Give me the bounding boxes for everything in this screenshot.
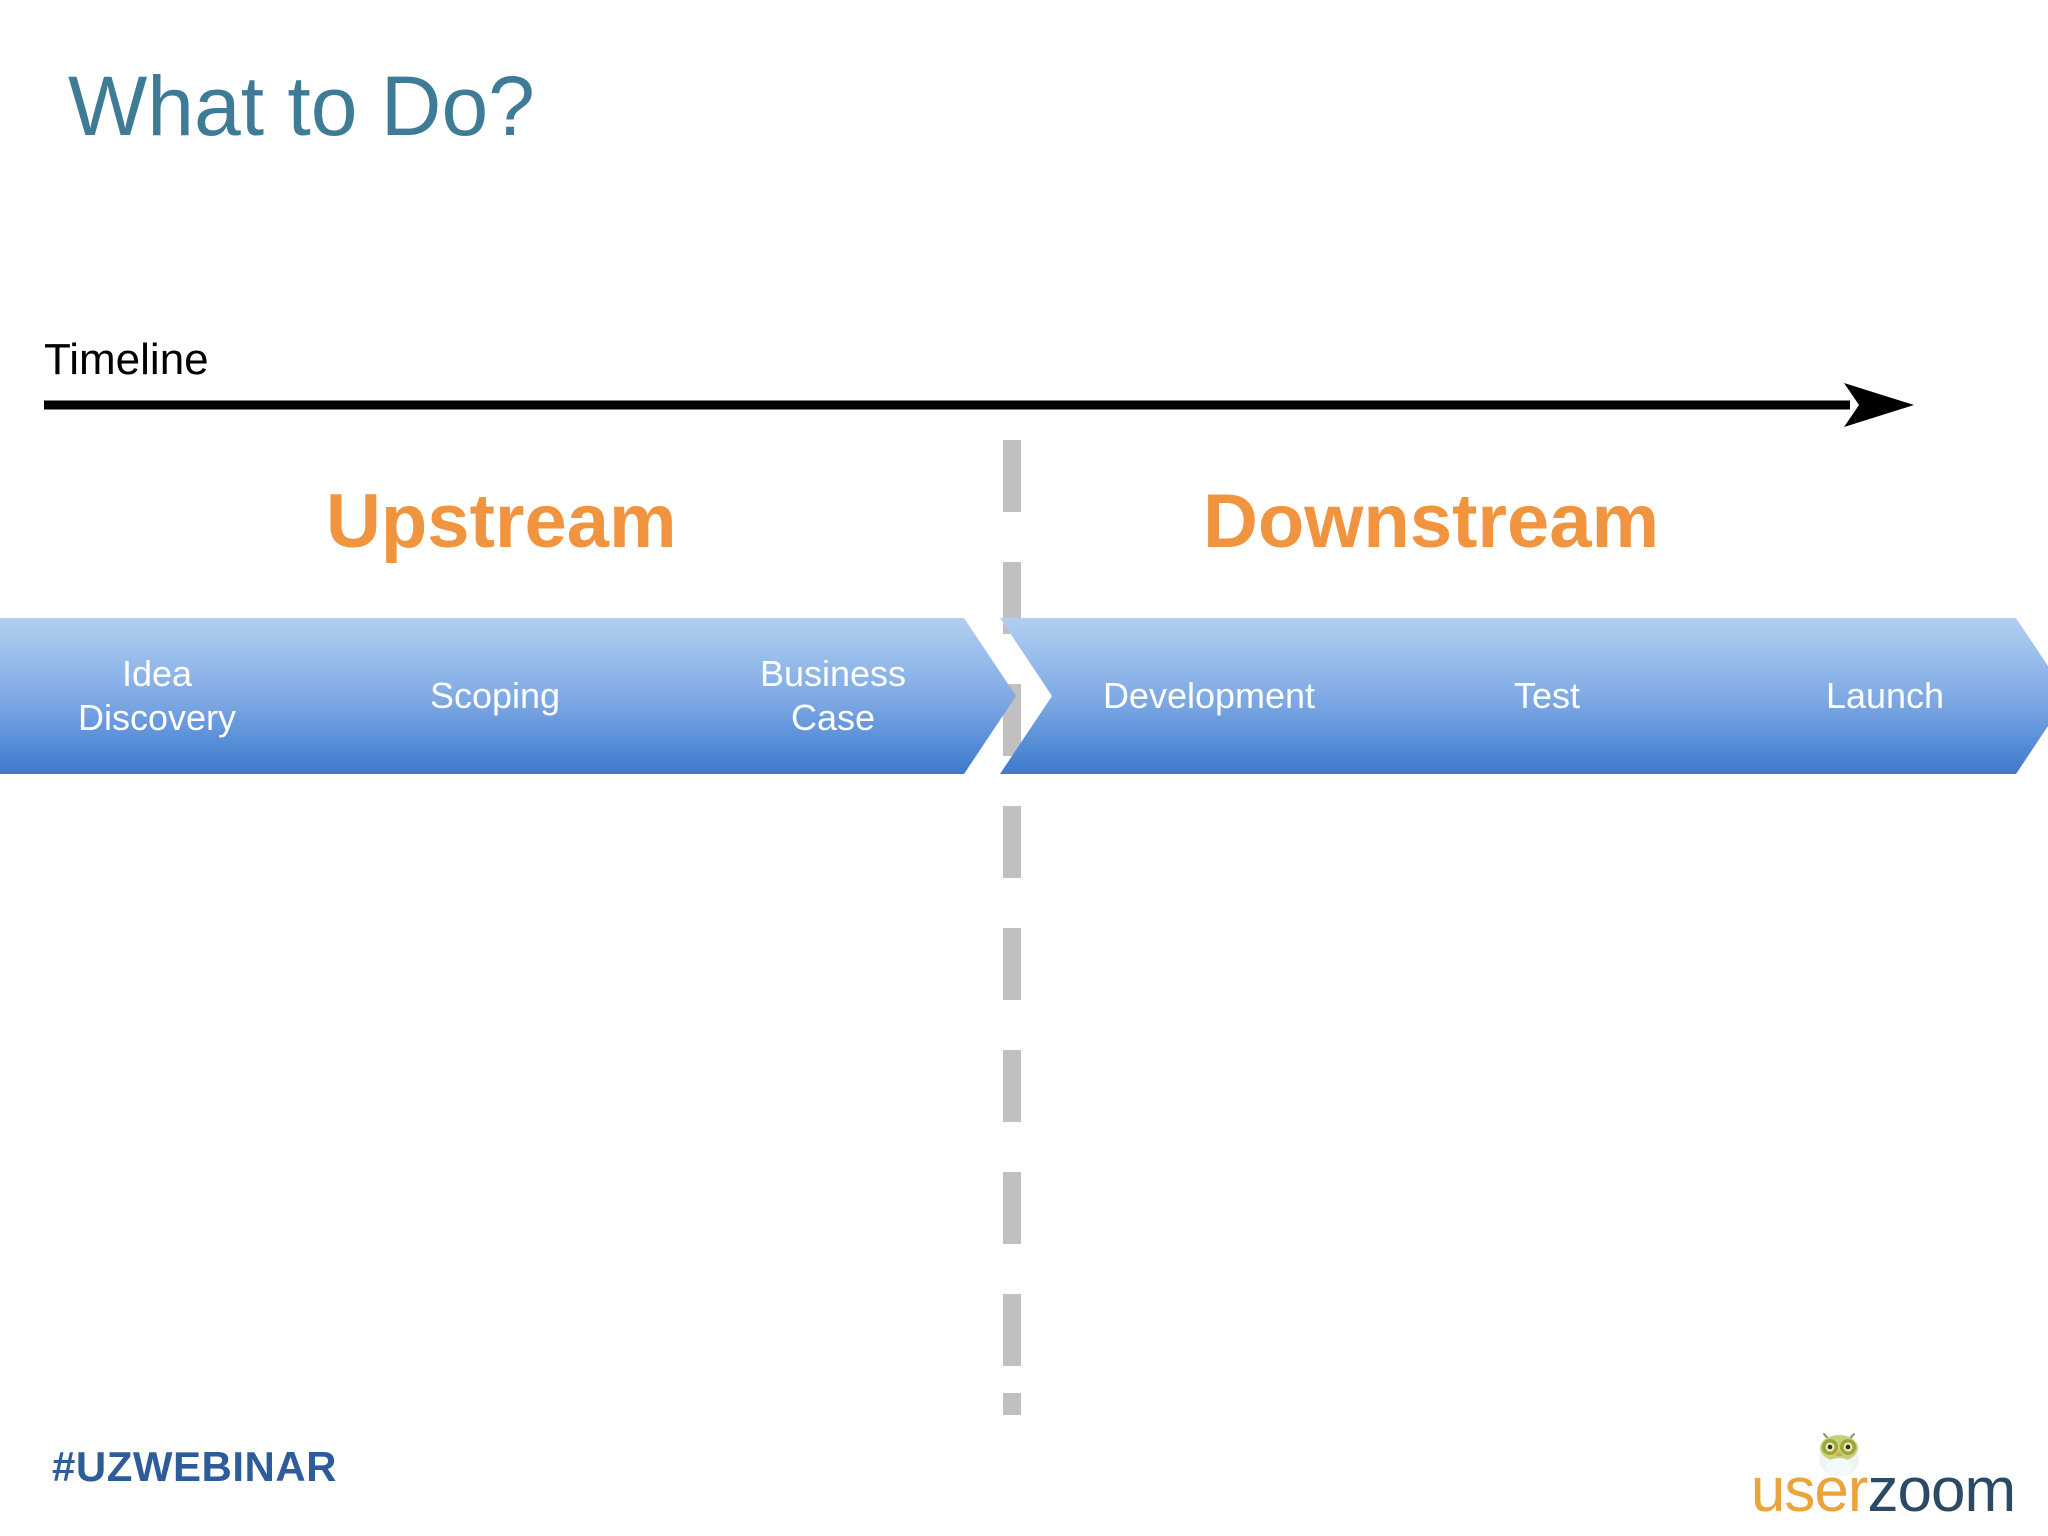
process-chevron-band: Idea Discovery Scoping Business Case Dev…	[0, 618, 2048, 774]
divider-dash	[1003, 1294, 1021, 1366]
page-title: What to Do?	[68, 59, 535, 153]
upstream-downstream-divider	[1003, 440, 1021, 1415]
process-stage-label: Business Case	[759, 653, 907, 738]
process-stage-development[interactable]: Development	[1000, 618, 1392, 774]
timeline-label: Timeline	[44, 335, 209, 384]
webinar-hashtag: #UZWEBINAR	[52, 1443, 337, 1490]
userzoom-logo: userzoom	[1750, 1432, 2016, 1524]
process-stage-label: Test	[1513, 675, 1581, 717]
divider-dash	[1003, 1393, 1021, 1415]
logo-user-text: user	[1750, 1456, 1869, 1525]
process-stage-test[interactable]: Test	[1338, 618, 1730, 774]
divider-dash	[1003, 806, 1021, 878]
divider-dash	[1003, 562, 1021, 634]
divider-dash	[1003, 440, 1021, 512]
timeline-arrow-icon	[44, 383, 1914, 427]
process-stage-business-case[interactable]: Business Case	[624, 618, 1016, 774]
process-stage-scoping[interactable]: Scoping	[286, 618, 678, 774]
process-stage-label: Scoping	[429, 675, 561, 717]
process-stage-label: Launch	[1825, 675, 1945, 717]
divider-dash	[1003, 1050, 1021, 1122]
process-stage-launch[interactable]: Launch	[1676, 618, 2048, 774]
section-heading-upstream: Upstream	[326, 479, 677, 564]
owl-mascot-icon	[1819, 1433, 1859, 1476]
divider-dash	[1003, 928, 1021, 1000]
logo-zoom-text: zoom	[1867, 1456, 2017, 1525]
process-stage-idea-discovery[interactable]: Idea Discovery	[0, 618, 340, 774]
divider-dash	[1003, 1172, 1021, 1244]
userzoom-wordmark: userzoom	[1750, 1460, 2016, 1522]
section-heading-downstream: Downstream	[1203, 479, 1660, 564]
process-stage-label: Development	[1102, 675, 1316, 717]
process-stage-label: Idea Discovery	[77, 653, 237, 738]
